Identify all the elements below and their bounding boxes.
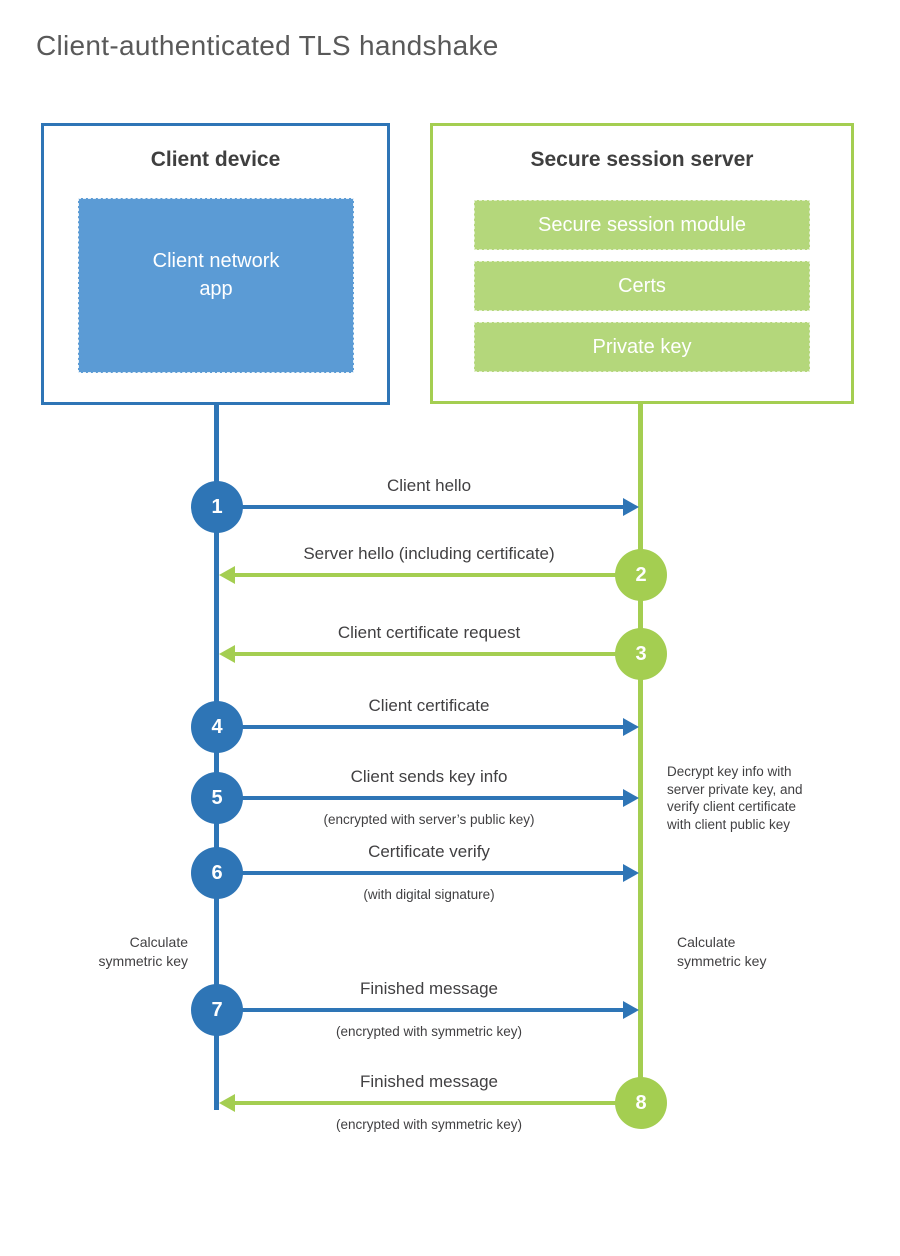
note-line: Calculate bbox=[129, 934, 188, 950]
note-server-decrypt-key-info: Decrypt key info with server private key… bbox=[667, 763, 852, 833]
step-number-badge: 8 bbox=[615, 1077, 667, 1129]
page-title: Client-authenticated TLS handshake bbox=[36, 30, 499, 61]
arrow-right-icon bbox=[217, 1001, 639, 1019]
server-module-private-key: Private key bbox=[474, 322, 810, 372]
message-label: Finished message bbox=[360, 1072, 498, 1091]
message-label: Client certificate request bbox=[337, 623, 521, 642]
server-lifeline bbox=[638, 402, 643, 1103]
message-label: Client sends key info bbox=[350, 767, 508, 786]
note-line: symmetric key bbox=[98, 953, 188, 969]
client-lifeline bbox=[214, 404, 219, 1110]
arrow-right-icon bbox=[217, 498, 639, 516]
step-number-badge: 6 bbox=[191, 847, 243, 899]
arrow-left-icon bbox=[219, 1094, 641, 1112]
server-module-certs: Certs bbox=[474, 261, 810, 311]
message-sub-label: (encrypted with symmetric key) bbox=[335, 1117, 523, 1132]
arrow-right-icon bbox=[217, 864, 639, 882]
note-line: Decrypt key info with bbox=[667, 764, 792, 779]
arrow-right-icon bbox=[217, 718, 639, 736]
note-line: symmetric key bbox=[677, 953, 767, 969]
note-line: server private key, and bbox=[667, 781, 803, 797]
client-network-app-box: Client network app bbox=[78, 198, 354, 373]
note-line: Calculate bbox=[677, 934, 736, 950]
server-module-secure-session: Secure session module bbox=[474, 200, 810, 250]
message-label: Certificate verify bbox=[368, 842, 490, 861]
message-sub-label: (encrypted with server’s public key) bbox=[323, 812, 535, 827]
message-label: Finished message bbox=[360, 979, 498, 998]
note-server-calculate-key: Calculate symmetric key bbox=[677, 933, 766, 971]
client-device-heading: Client device bbox=[150, 148, 281, 171]
arrow-left-icon bbox=[219, 566, 641, 584]
step-number-badge: 2 bbox=[615, 549, 667, 601]
secure-session-server-box: Secure session server Secure session mod… bbox=[430, 123, 854, 404]
step-number-badge: 7 bbox=[191, 984, 243, 1036]
message-label: Client certificate bbox=[368, 696, 490, 715]
step-number-badge: 4 bbox=[191, 701, 243, 753]
note-line: verify client certificate bbox=[667, 799, 797, 814]
message-label: Server hello (including certificate) bbox=[303, 544, 555, 563]
arrow-right-icon bbox=[217, 789, 639, 807]
client-device-box: Client device Client network app bbox=[41, 123, 390, 405]
step-number-badge: 3 bbox=[615, 628, 667, 680]
secure-session-server-heading: Secure session server bbox=[530, 148, 754, 171]
message-label: Client hello bbox=[386, 476, 472, 495]
step-number-badge: 1 bbox=[191, 481, 243, 533]
step-number-badge: 5 bbox=[191, 772, 243, 824]
note-client-calculate-key: Calculate symmetric key bbox=[48, 933, 188, 971]
message-sub-label: (with digital signature) bbox=[363, 887, 495, 902]
client-app-label-line2: app bbox=[199, 277, 233, 300]
note-line: with client public key bbox=[667, 816, 791, 832]
message-sub-label: (encrypted with symmetric key) bbox=[335, 1024, 523, 1039]
client-app-label-line1: Client network bbox=[152, 249, 280, 272]
arrow-left-icon bbox=[219, 645, 641, 663]
